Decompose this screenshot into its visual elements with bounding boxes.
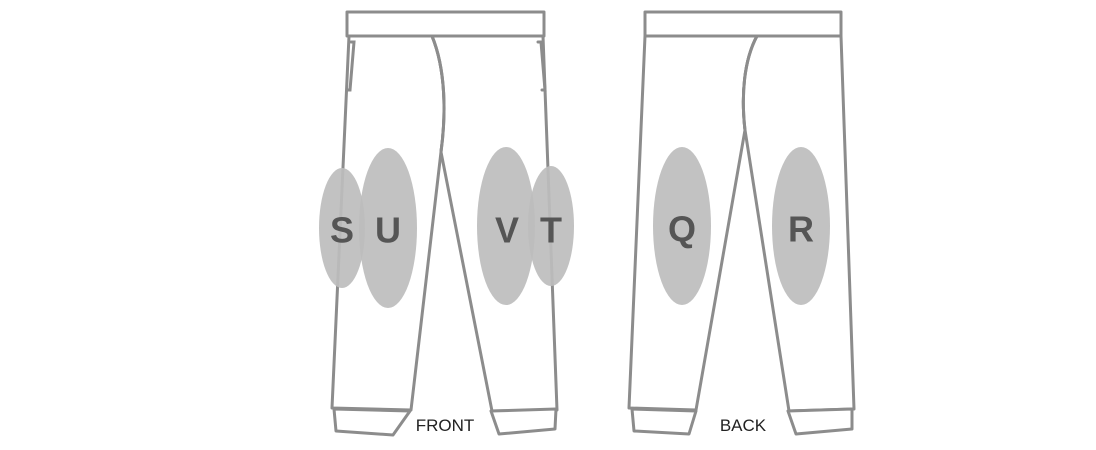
back-waistband (643, 10, 843, 38)
back-center-seam (741, 34, 759, 132)
zone-label-u: U (375, 210, 401, 251)
zone-label-v: V (495, 210, 519, 251)
back-right-cuff (786, 407, 854, 436)
zone-label-s: S (330, 210, 354, 251)
zone-label-r: R (788, 209, 814, 250)
front-right-cuff (489, 407, 558, 436)
zone-t (528, 166, 574, 286)
zone-label-t: T (540, 210, 562, 251)
back-view-label: BACK (720, 416, 767, 435)
front-left-pocket (345, 40, 356, 92)
front-left-cuff (332, 407, 412, 437)
back-pants: Q R BACK (627, 10, 856, 436)
zone-u (359, 148, 417, 308)
zone-r (772, 147, 830, 305)
zone-v (477, 147, 535, 305)
front-pants: S U V T FRONT (319, 10, 574, 437)
zone-s (319, 168, 365, 288)
front-view-label: FRONT (416, 416, 475, 435)
front-waistband (345, 10, 546, 38)
zone-label-q: Q (668, 209, 696, 250)
zone-q (653, 147, 711, 305)
front-crotch-seam (430, 34, 446, 154)
back-left-cuff (630, 407, 698, 436)
front-right-pocket (536, 40, 547, 92)
